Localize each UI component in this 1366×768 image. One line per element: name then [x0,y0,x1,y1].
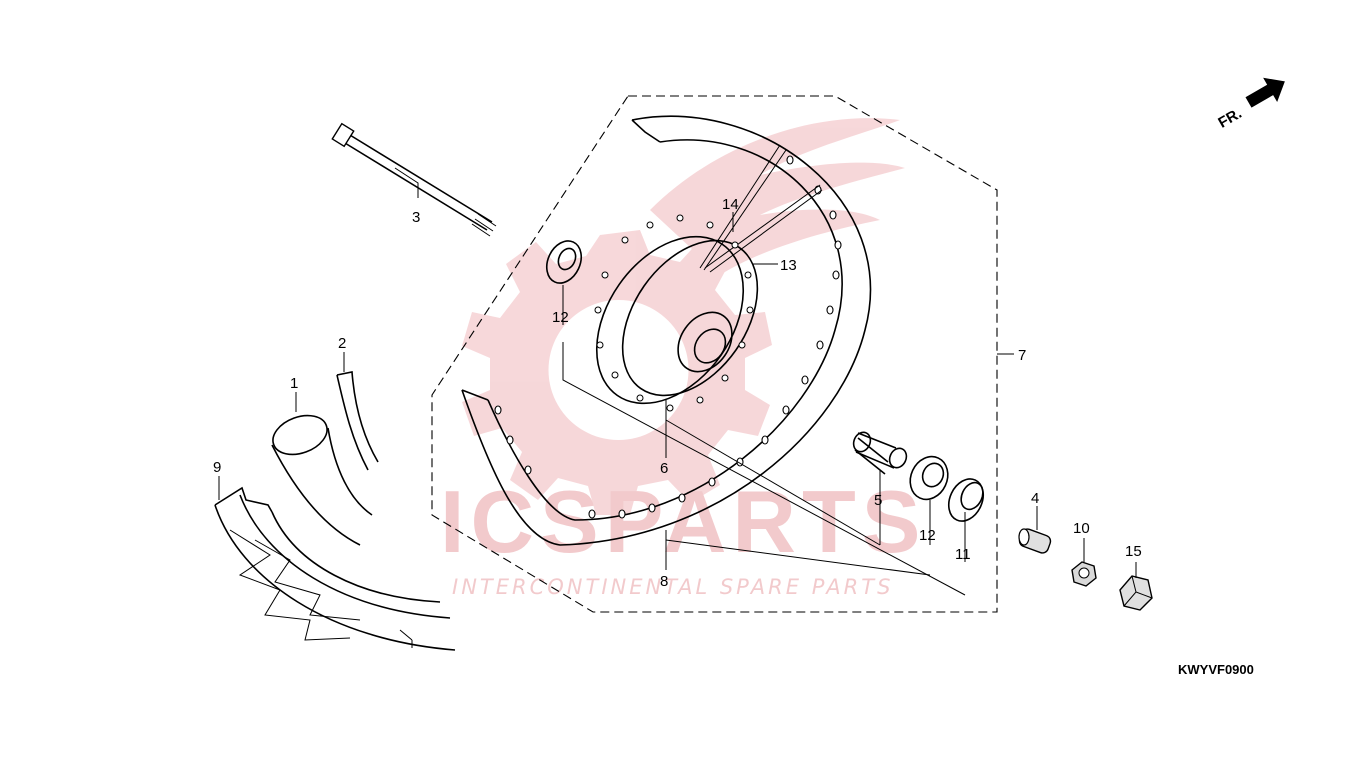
axle-nut [1071,561,1097,587]
callout-8: 8 [660,573,668,590]
callout-1: 1 [290,375,298,392]
callout-7: 7 [1018,347,1026,364]
hub [594,214,759,412]
callout-4: 4 [1031,490,1039,507]
cap-nut [1119,575,1153,611]
watermark-gear-icon [462,230,772,515]
watermark-brand: ICSPARTS [440,472,926,571]
tube [271,414,373,546]
callout-12-left: 12 [552,309,569,326]
callouts: 1 2 3 4 5 6 7 8 9 10 11 12 12 13 14 15 [213,196,1142,590]
front-arrow-icon [1245,77,1285,108]
axle [331,122,497,237]
collar [852,431,908,475]
spokes [699,144,823,273]
callout-6: 6 [660,460,668,477]
watermark-wing-icon [650,118,905,275]
rim [461,115,872,546]
front-direction-marker: FR. [1215,77,1285,132]
callout-13: 13 [780,257,797,274]
dust-seal [947,478,985,522]
callout-12-right: 12 [919,527,936,544]
front-direction-label: FR. [1215,105,1244,132]
rim-band [336,371,379,471]
callout-11: 11 [955,546,971,563]
bearing-left [545,240,583,284]
distance-collar [1018,528,1052,554]
tyre [214,486,456,651]
callout-10: 10 [1073,520,1090,537]
diagram-code: KWYVF0900 [1178,662,1254,677]
watermark-tagline: INTERCONTINENTAL SPARE PARTS [452,575,893,599]
callout-3: 3 [412,209,420,226]
callout-2: 2 [338,335,346,352]
leader-lines [218,167,1137,648]
callout-5: 5 [874,492,882,509]
callout-15: 15 [1125,543,1142,560]
bearing-right [909,455,949,501]
wheel-assembly-boundary [431,95,998,613]
callout-9: 9 [213,459,221,476]
callout-14: 14 [722,196,739,213]
watermark: ICSPARTS INTERCONTINENTAL SPARE PARTS [440,118,926,599]
